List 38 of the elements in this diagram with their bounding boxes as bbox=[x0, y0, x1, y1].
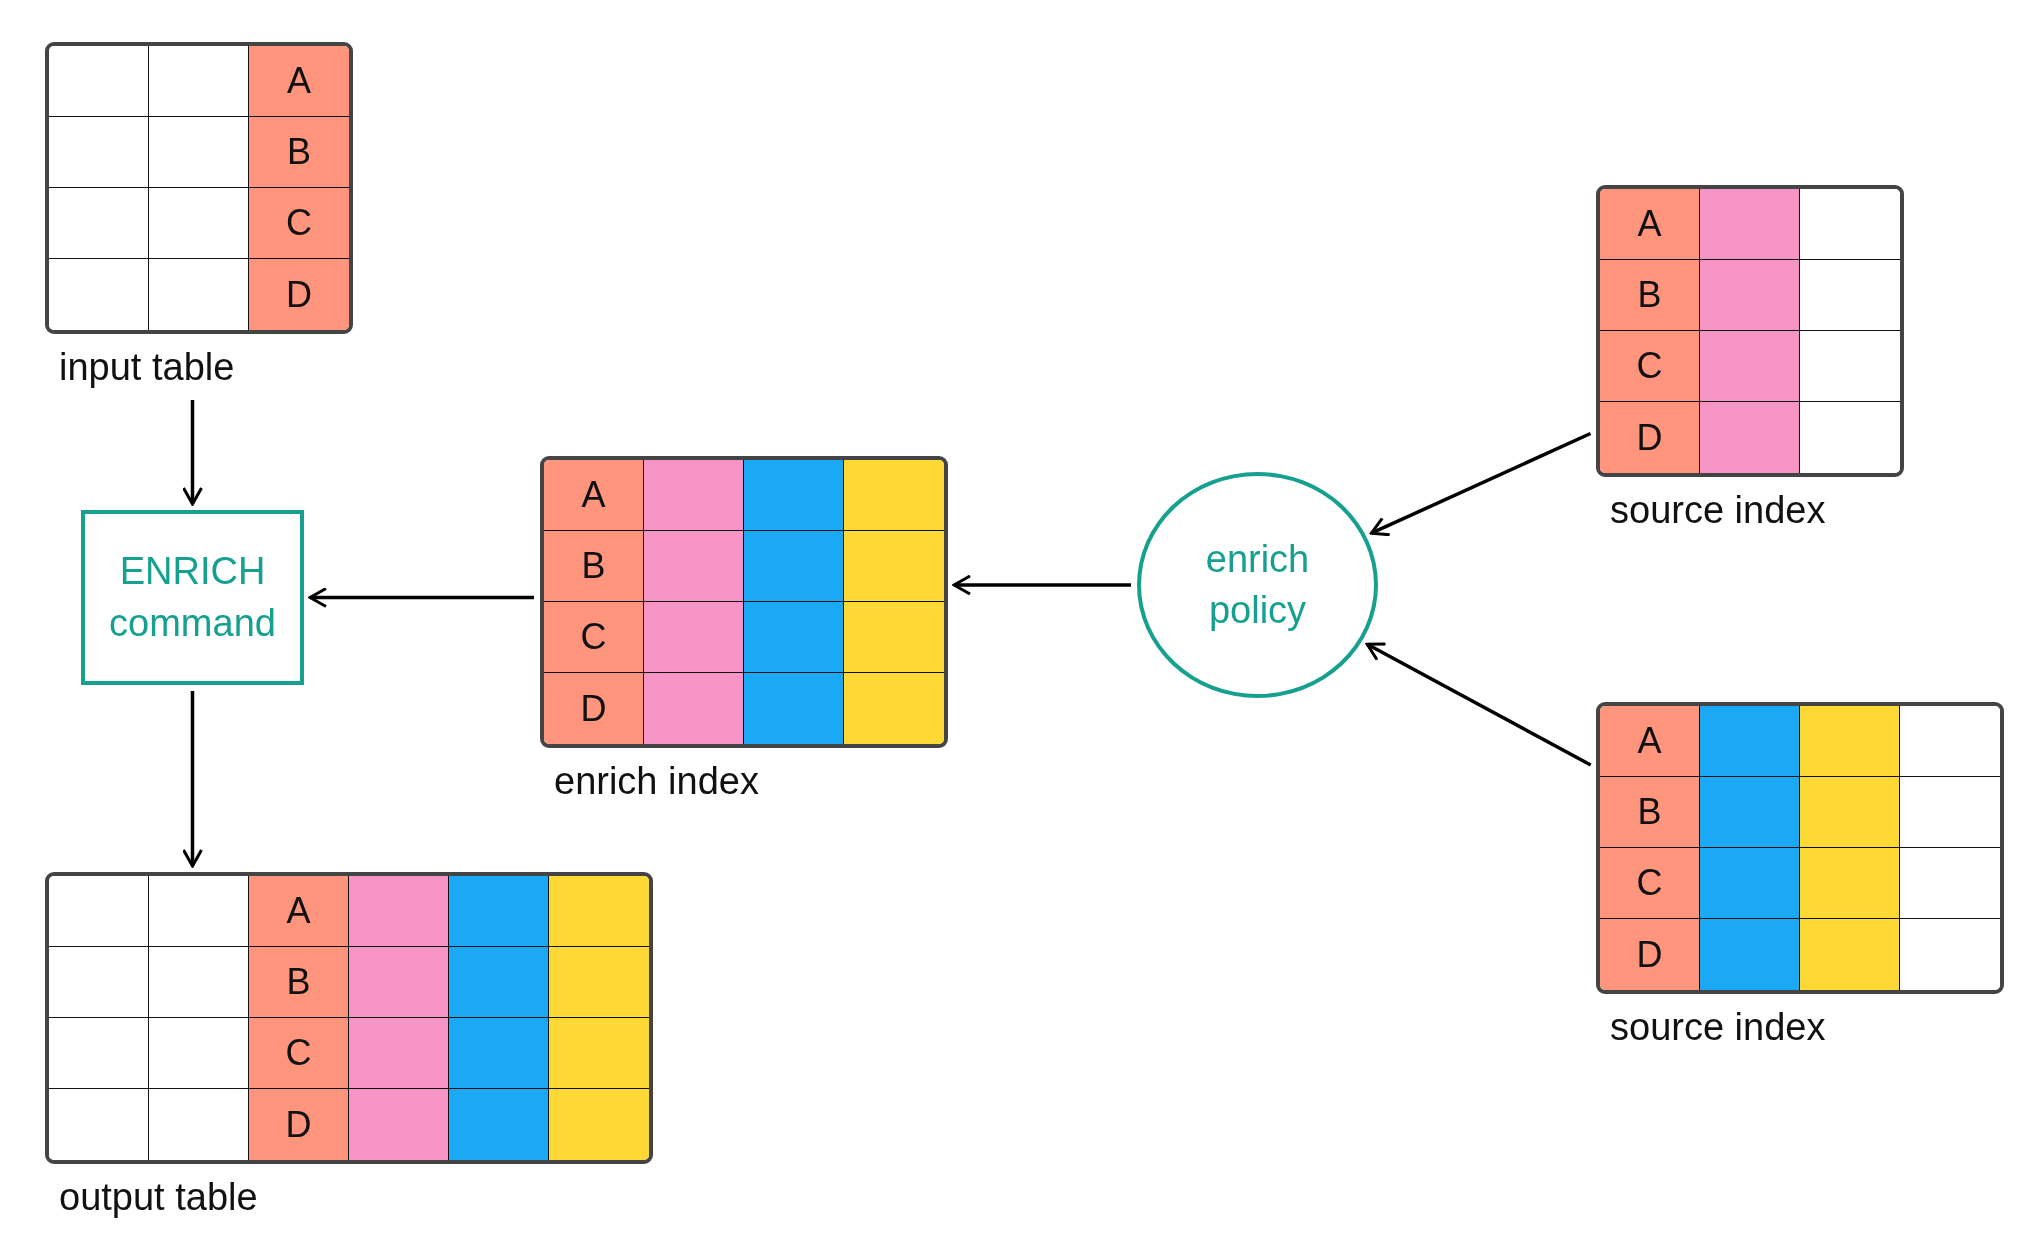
table-cell: D bbox=[249, 259, 349, 330]
arrow bbox=[182, 400, 203, 506]
table-cell: C bbox=[249, 188, 349, 259]
table-cell: C bbox=[544, 602, 644, 673]
table-caption: output table bbox=[59, 1176, 258, 1219]
table bbox=[45, 42, 353, 334]
arrow bbox=[182, 691, 203, 868]
table-cell: D bbox=[1600, 919, 1700, 990]
table-cell: B bbox=[1600, 260, 1700, 331]
command-box: ENRICH command bbox=[81, 510, 304, 685]
table-caption: source index bbox=[1610, 1006, 1826, 1049]
table-cell: A bbox=[249, 876, 349, 947]
table-cell: A bbox=[544, 460, 644, 531]
arrow bbox=[1369, 431, 1592, 537]
table-cell: D bbox=[544, 673, 644, 744]
table bbox=[1596, 702, 2004, 994]
table-cell: C bbox=[1600, 331, 1700, 402]
table bbox=[45, 872, 653, 1164]
table-caption: enrich index bbox=[554, 760, 759, 803]
table-caption: input table bbox=[59, 346, 235, 389]
table-caption: source index bbox=[1610, 489, 1826, 532]
table-cell: C bbox=[249, 1018, 349, 1089]
table bbox=[1596, 185, 1904, 477]
policy-circle: enrich policy bbox=[1137, 472, 1378, 698]
arrow bbox=[308, 587, 534, 608]
table-cell: B bbox=[1600, 777, 1700, 848]
table-cell: C bbox=[1600, 848, 1700, 919]
arrow bbox=[1365, 642, 1592, 767]
table-cell: B bbox=[544, 531, 644, 602]
table-cell: A bbox=[1600, 189, 1700, 260]
table-cell: B bbox=[249, 947, 349, 1018]
arrow bbox=[952, 574, 1131, 596]
table-cell: B bbox=[249, 117, 349, 188]
table-cell: A bbox=[1600, 706, 1700, 777]
table bbox=[540, 456, 948, 748]
table-cell: D bbox=[249, 1089, 349, 1160]
table-cell: A bbox=[249, 46, 349, 117]
table-cell: D bbox=[1600, 402, 1700, 473]
